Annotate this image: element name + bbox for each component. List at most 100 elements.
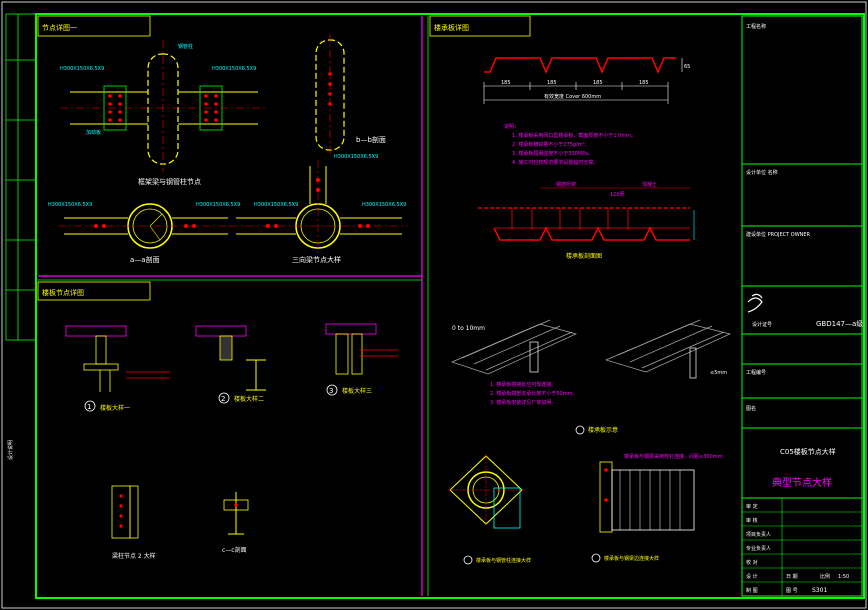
title-scale-value: 1:50 (838, 574, 849, 580)
quadrant-title-top-right: 楼承板详图 (429, 15, 531, 37)
deck-note-3: 3. 楼承板屈服强度不小于350MPa。 (512, 150, 593, 157)
deck-edge-detail-marker (591, 553, 601, 563)
section-b-b-drawing (315, 34, 345, 156)
left-strip-label: 设计说明 (7, 440, 14, 460)
deck-edge-detail-drawing (599, 461, 695, 533)
section-a-right-tag: H300X150X6.5X9 (196, 202, 240, 208)
title-sheet-label: 图 号 (786, 588, 798, 594)
deck-iso-caption: 楼承板示意 (588, 426, 618, 434)
deck-note-2: 2. 楼承板镀锌量不小于275g/m²。 (512, 141, 590, 148)
deck-section-drawing (478, 187, 695, 241)
title-drawing-main: 典型节点大样 (772, 476, 832, 489)
title-row-review: 审 核 (746, 517, 758, 524)
title-row-design: 设 计 (746, 573, 758, 580)
title-block-frame (741, 15, 863, 597)
deck-dim-4: 185 (639, 80, 649, 86)
deck-iso-marker (575, 425, 585, 435)
floor-detail-2-marker (218, 392, 230, 404)
floor-detail-2-drawing (195, 325, 266, 391)
section-b-caption: b—b剖面 (356, 135, 386, 144)
title-drawing-subtitle: C05楼板节点大样 (780, 447, 836, 456)
floor-detail-3-caption: 楼板大样三 (342, 387, 372, 395)
title-row-approve: 审 定 (746, 503, 758, 510)
quadrant-title-top-left: 节点详图一 (37, 15, 151, 37)
deck-profile-drawing (483, 57, 683, 104)
deck-total-dim: 有效宽度 Cover 600mm (544, 93, 601, 100)
column-beam-caption: 框架梁与钢管柱节点 (138, 177, 201, 186)
floor-detail-2-caption: 楼板大样二 (234, 395, 264, 403)
floor-detail-2-number: 2 (221, 395, 225, 403)
deck-notes-title: 说明： (504, 123, 519, 130)
deck-label-concrete: 混凝土 (642, 181, 657, 188)
title-project-no-label: 工程编号 (746, 369, 766, 376)
deck-iso-note-3: 3. 楼承板安装详见厂家说明。 (490, 399, 556, 406)
deck-iso-dim2: ≤5mm (710, 370, 727, 376)
title-signoff-grid (742, 498, 862, 596)
stiffener-tag: 加劲板 (86, 129, 101, 136)
floor-detail-1-number: 1 (87, 403, 91, 411)
deck-note-1: 1. 楼承板采用闭口型楼承板，截面厚度不小于1.0mm。 (512, 132, 636, 139)
section-c-c-drawing (223, 492, 249, 535)
title-project-label: 工程名称 (746, 23, 766, 30)
title-row-project-lead: 项目负责人 (746, 531, 771, 538)
deck-label-truss: 钢筋桁架 (556, 181, 576, 188)
floor-detail-1-caption: 楼板大样一 (100, 404, 130, 412)
section-a-caption: a—a剖面 (130, 255, 160, 264)
floor-detail-1-drawing (65, 325, 170, 392)
beam-right-tag: H300X150X6.5X9 (212, 66, 256, 72)
title-license-value: GBD147—a级 (816, 319, 863, 328)
title-owner-label: 建设单位 PROJECT OWNER (746, 231, 811, 238)
three-way-top-tag: H300X150X6.5X9 (334, 154, 378, 160)
beam-left-tag: H300X150X6.5X9 (60, 66, 104, 72)
deck-isometric-drawing (451, 319, 732, 379)
svg-text:楼板节点详图: 楼板节点详图 (42, 288, 84, 297)
deck-iso-notes: 1. 楼承板搭接处应可靠连接。 2. 楼承板端部支承长度不小于50mm。 3. … (490, 381, 577, 406)
title-date-label: 日 期 (786, 574, 798, 580)
title-scale-label: 比例 (820, 573, 830, 580)
title-design-unit-label: 设计单位 名称 (746, 169, 778, 176)
deck-dim-2: 185 (547, 80, 557, 86)
drawing-frame (35, 13, 865, 599)
deck-dim-1: 185 (501, 80, 511, 86)
design-institute-logo-icon (747, 293, 763, 313)
deck-label-thickness: 120厚 (610, 192, 625, 198)
svg-text:节点详图一: 节点详图一 (42, 23, 77, 32)
deck-dim-3: 185 (593, 80, 603, 86)
three-way-joint-drawing (230, 160, 408, 256)
deck-iso-note-1: 1. 楼承板搭接处应可靠连接。 (490, 381, 556, 388)
column-top-tag: 钢管柱 (178, 43, 193, 50)
title-license-label: 设计证号 (752, 321, 772, 328)
beam-column-detail-2-caption: 梁柱节点 2 大样 (112, 552, 156, 560)
deck-iso-note-2: 2. 楼承板端部支承长度不小于50mm。 (490, 390, 577, 397)
deck-column-detail-caption: 楼承板与钢管柱连接大样 (476, 557, 531, 564)
three-way-right-tag: H300X150X6.5X9 (362, 202, 406, 208)
deck-edge-detail-caption: 楼承板与钢梁边连接大样 (604, 555, 659, 562)
deck-section-caption: 楼承板剖面图 (566, 252, 602, 260)
title-sheet-number: S301 (812, 587, 827, 594)
deck-iso-dim: 0 to 10mm (452, 325, 485, 332)
floor-detail-3-drawing (325, 323, 398, 375)
three-way-caption: 三向梁节点大样 (292, 255, 341, 264)
deck-note-4: 4. 施工时应按规范要求设置临时支撑。 (512, 159, 598, 166)
section-a-left-tag: H300X150X6.5X9 (48, 202, 92, 208)
svg-text:楼承板详图: 楼承板详图 (434, 23, 469, 32)
section-c-caption: c—c剖面 (222, 546, 247, 554)
deck-edge-note: 楼承板与钢梁采用栓钉连接，间距≤300mm (624, 453, 723, 460)
floor-detail-1-marker (84, 400, 96, 412)
title-row-draft: 制 图 (746, 587, 758, 594)
beam-column-detail-2-drawing (111, 485, 139, 539)
deck-column-detail-marker (463, 555, 473, 565)
section-a-a-drawing (58, 203, 234, 249)
left-margin-strip (5, 13, 37, 341)
deck-notes: 说明： 1. 楼承板采用闭口型楼承板，截面厚度不小于1.0mm。 2. 楼承板镀… (504, 123, 636, 166)
floor-detail-3-number: 3 (329, 387, 333, 395)
deck-height-dim: 65 (684, 64, 690, 70)
floor-detail-3-marker (326, 384, 338, 396)
title-row-check: 校 对 (746, 559, 758, 566)
title-drawing-title-label: 图名 (746, 405, 756, 412)
title-row-discipline-lead: 专业负责人 (746, 545, 771, 552)
deck-column-detail-drawing (448, 454, 524, 529)
quadrant-title-bottom-left: 楼板节点详图 (37, 281, 151, 301)
